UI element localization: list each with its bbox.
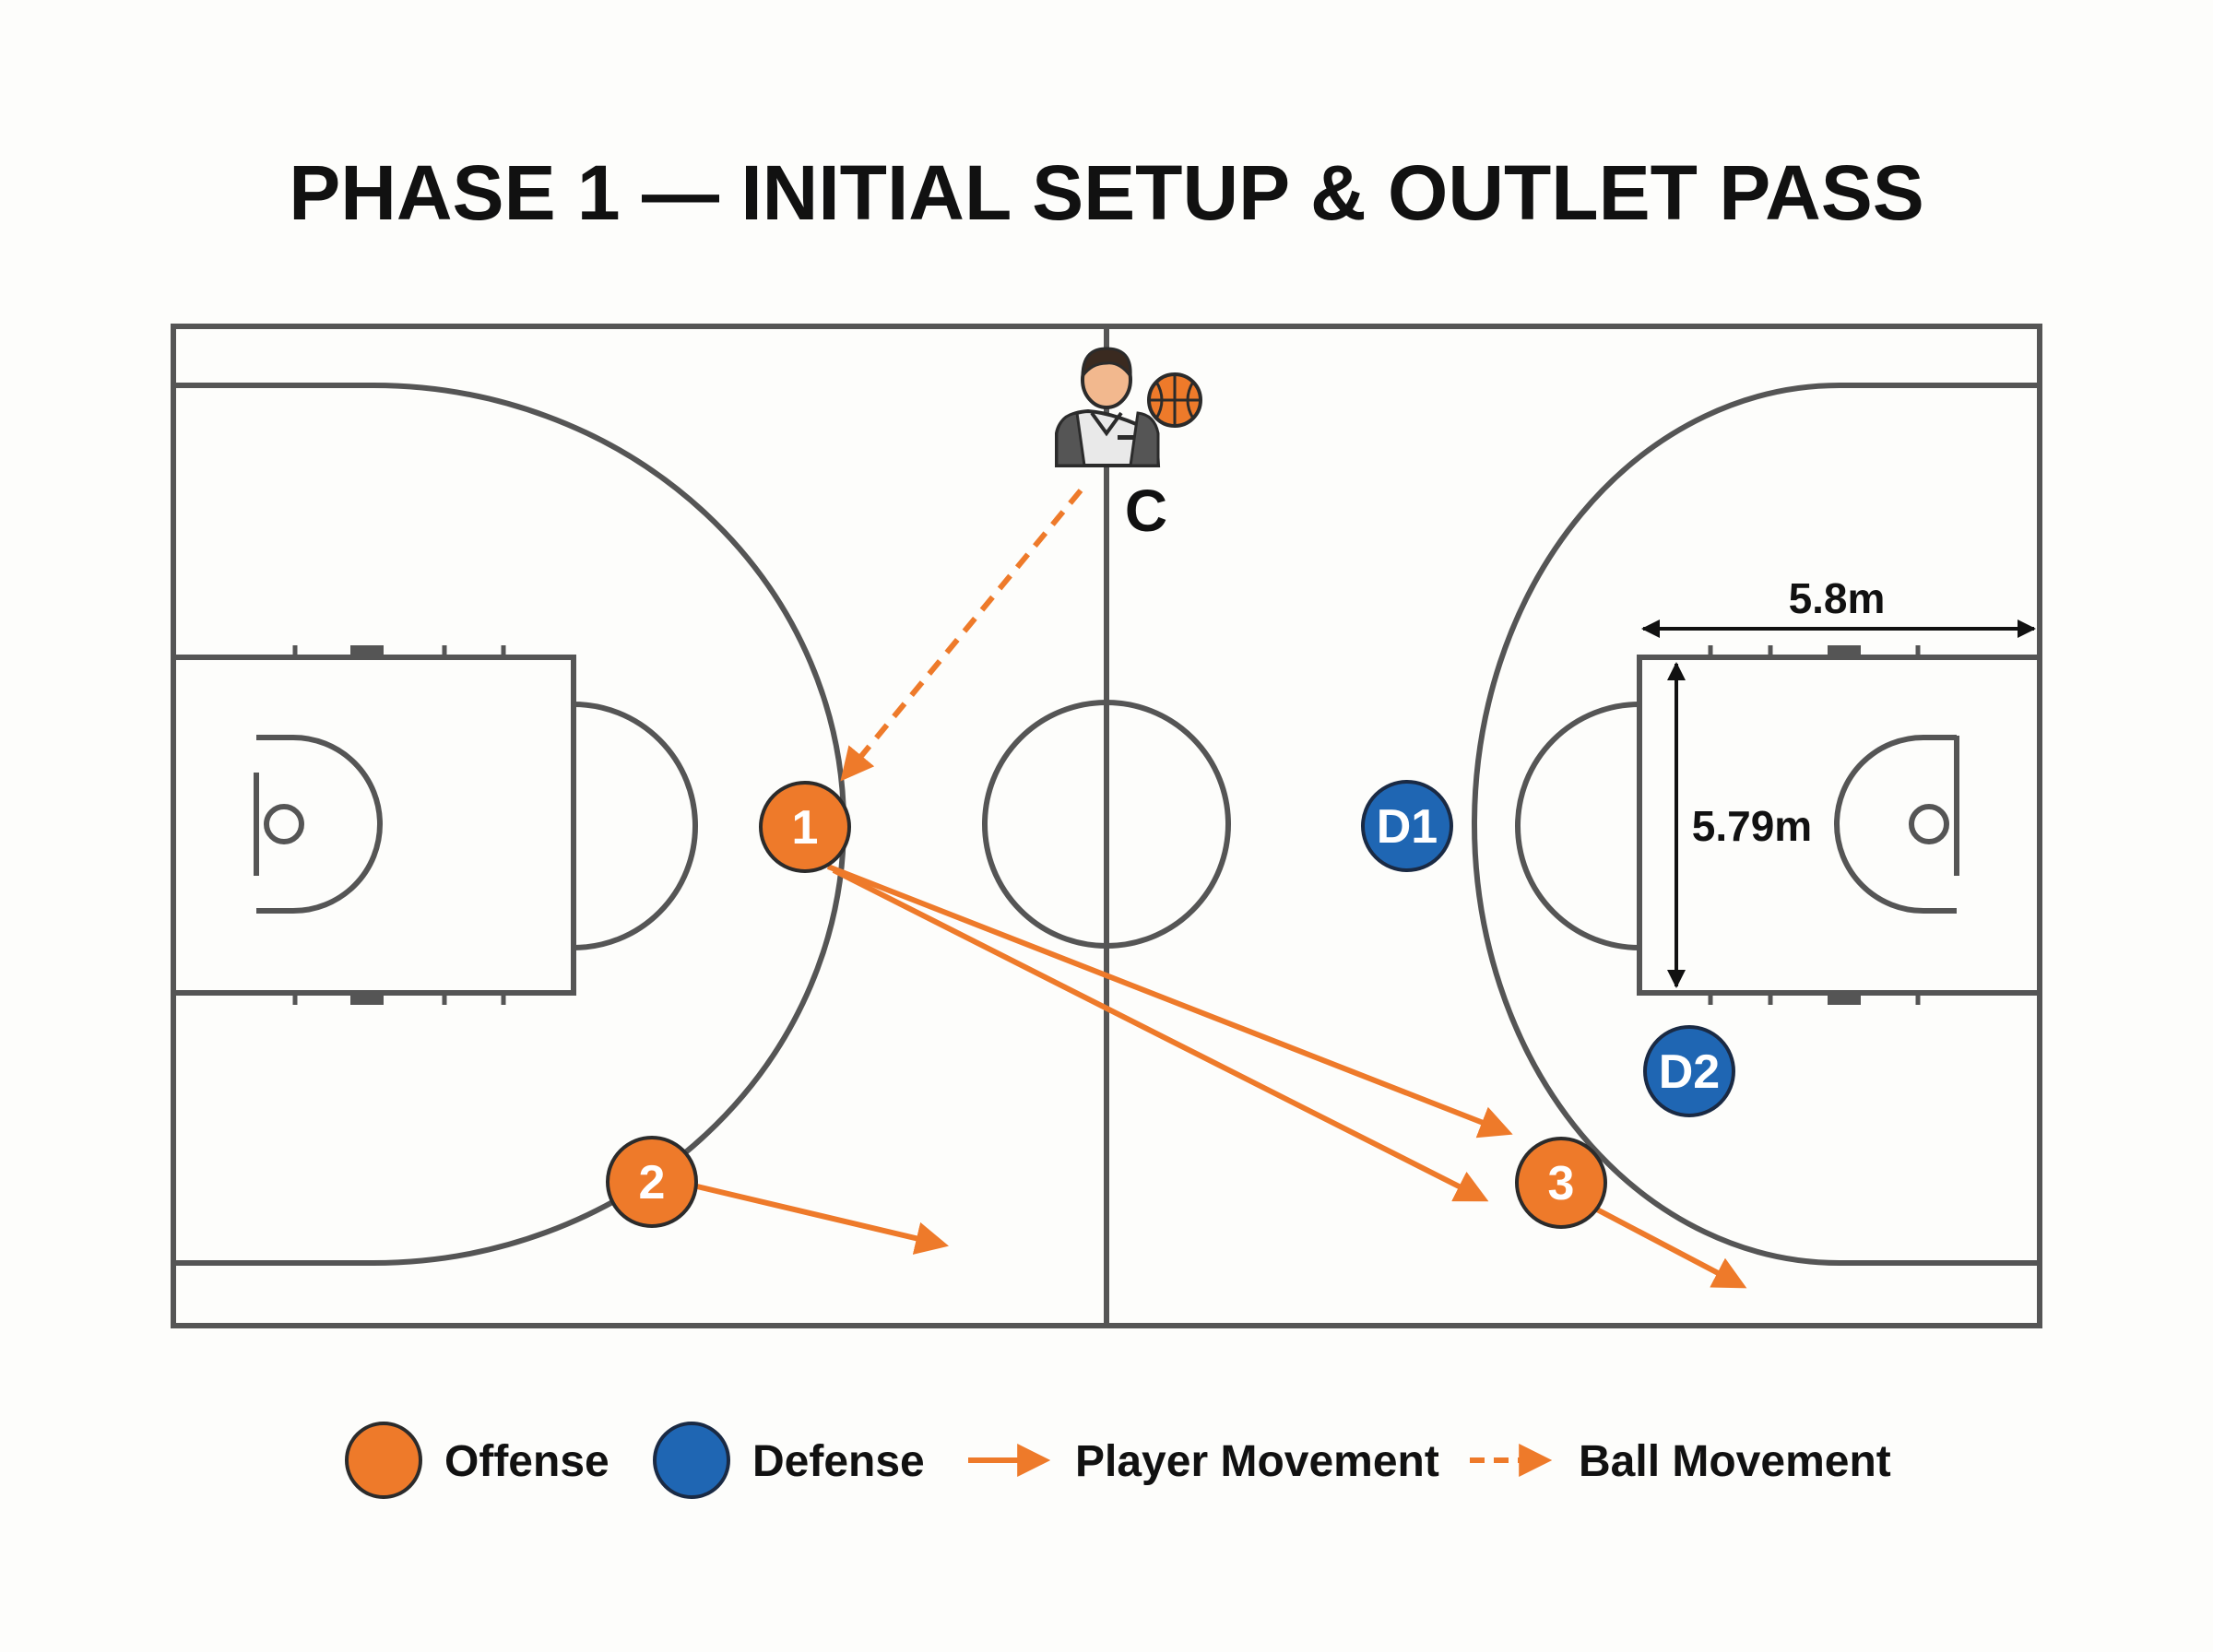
player-movement-arrow-1-to-3-upper	[826, 864, 1513, 1139]
offense-player-2-marker	[606, 1136, 698, 1228]
basketball-court	[171, 324, 2042, 1328]
right-restricted-area	[1834, 735, 1957, 914]
right-three-point-line	[1472, 383, 2040, 1266]
players: 1 2 3 D1 D2	[606, 780, 1735, 1229]
coach-icon	[1055, 347, 1161, 467]
defense-player-d1: D1	[1361, 780, 1453, 872]
coach: C	[1055, 347, 1202, 544]
coach-label: C	[1125, 478, 1167, 544]
defense-player-d1-label: D1	[1377, 800, 1438, 854]
offense-player-2: 2	[606, 1136, 698, 1228]
offense-player-1-label: 1	[792, 801, 819, 855]
player-movement-arrow-2	[696, 1184, 950, 1255]
defense-player-d1-marker	[1361, 780, 1453, 872]
key-width-label: 5.79m	[1692, 802, 1812, 850]
player-movement-arrow-3	[1595, 1207, 1747, 1289]
left-hoop	[264, 804, 304, 844]
left-three-point-line	[173, 383, 846, 1266]
legend-offense-label: Offense	[444, 1437, 609, 1486]
left-restricted-area	[256, 735, 383, 914]
left-free-throw-arc	[573, 702, 698, 950]
ball-movement-arrow	[840, 489, 1083, 782]
offense-player-3: 3	[1515, 1137, 1607, 1229]
right-hoop	[1909, 804, 1949, 844]
legend-offense-swatch	[345, 1422, 422, 1499]
dimension-annotations: 5.8m 5.79m	[1641, 574, 2036, 988]
player-movement-arrow-1-to-3-lower	[832, 867, 1489, 1202]
right-lane-marks	[1708, 645, 1921, 1005]
center-circle	[982, 700, 1231, 949]
defense-player-d2-label: D2	[1659, 1045, 1720, 1099]
offense-player-2-label: 2	[639, 1156, 666, 1210]
offense-player-1: 1	[759, 781, 851, 873]
left-key	[171, 655, 576, 996]
key-length-label: 5.8m	[1789, 574, 1886, 622]
legend-ball-movement-label: Ball Movement	[1579, 1437, 1891, 1486]
basketball-icon	[1147, 372, 1202, 428]
legend-defense-label: Defense	[752, 1437, 925, 1486]
offense-player-1-marker	[759, 781, 851, 873]
left-lane-marks	[292, 645, 506, 1005]
legend-player-movement-label: Player Movement	[1075, 1437, 1439, 1486]
right-free-throw-arc	[1515, 702, 1640, 950]
movement-arrows	[696, 489, 1747, 1289]
legend: Offense Defense Player Movement Ball Mov…	[345, 1422, 1891, 1499]
offense-player-3-marker	[1515, 1137, 1607, 1229]
offense-player-3-label: 3	[1548, 1157, 1575, 1210]
page-title: PHASE 1 — INITIAL SETUP & OUTLET PASS	[289, 149, 1924, 236]
defense-player-d2-marker	[1643, 1025, 1735, 1117]
defense-player-d2: D2	[1643, 1025, 1735, 1117]
legend-defense-swatch	[653, 1422, 730, 1499]
